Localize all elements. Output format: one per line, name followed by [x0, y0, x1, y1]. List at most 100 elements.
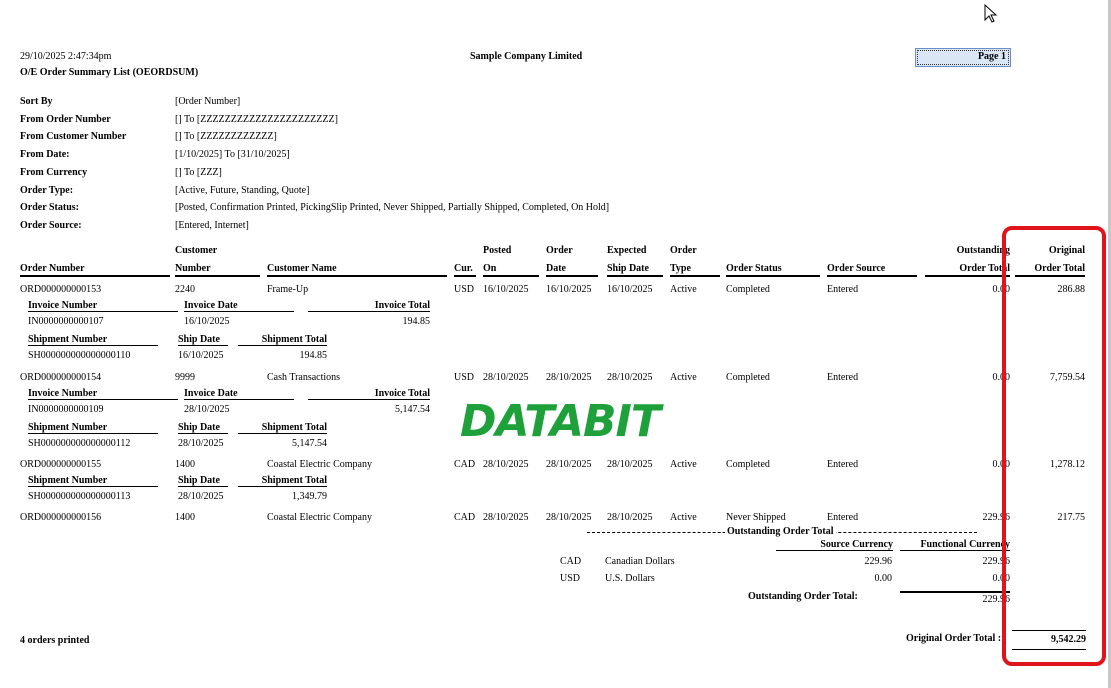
- order-cell-original: 7,759.54: [1050, 372, 1085, 383]
- ship-date: 28/10/2025: [178, 491, 224, 502]
- order-cell-type: Active: [670, 512, 697, 523]
- column-header-top: Outstanding: [956, 245, 1010, 256]
- invoice-total-header: Invoice Total: [308, 300, 430, 312]
- order-cell-status: Completed: [726, 459, 770, 470]
- order-cell-cur: USD: [454, 284, 475, 295]
- outstanding-total-value: 229.96: [900, 591, 1010, 605]
- order-cell-outstanding: 0.00: [992, 284, 1011, 295]
- invoice-number-header: Invoice Number: [28, 300, 178, 312]
- order-cell-source: Entered: [827, 372, 859, 383]
- order-cell-expected-ship: 28/10/2025: [607, 512, 653, 523]
- currency-name: Canadian Dollars: [605, 556, 675, 567]
- order-cell-posted-on: 28/10/2025: [483, 512, 529, 523]
- order-cell-order-number: ORD000000000153: [20, 284, 102, 295]
- criteria-label: From Currency: [20, 166, 88, 178]
- order-cell-customer-name: Coastal Electric Company: [267, 512, 372, 523]
- order-cell-order-date: 28/10/2025: [546, 459, 592, 470]
- shipment-total: 5,147.54: [292, 438, 327, 449]
- orders-printed: 4 orders printed: [20, 635, 90, 646]
- column-header-top: Posted: [483, 245, 512, 256]
- report-datetime: 29/10/2025 2:47:34pm: [20, 51, 112, 62]
- column-header-top: Order: [670, 245, 697, 256]
- order-cell-outstanding: 0.00: [992, 459, 1011, 470]
- functional-amount: 229.96: [982, 556, 1011, 567]
- order-cell-expected-ship: 28/10/2025: [607, 459, 653, 470]
- ship-date: 16/10/2025: [178, 350, 224, 361]
- order-cell-status: Completed: [726, 284, 770, 295]
- invoice-date: 16/10/2025: [184, 316, 230, 327]
- order-cell-customer-number: 1400: [175, 512, 195, 523]
- order-cell-cur: CAD: [454, 459, 476, 470]
- order-cell-customer-number: 9999: [175, 372, 195, 383]
- order-cell-order-date: 16/10/2025: [546, 284, 592, 295]
- invoice-date: 28/10/2025: [184, 404, 230, 415]
- ship-date: 28/10/2025: [178, 438, 224, 449]
- order-cell-posted-on: 28/10/2025: [483, 459, 529, 470]
- column-header: Customer Name: [267, 263, 447, 277]
- scrollbar-edge[interactable]: [1108, 0, 1111, 688]
- order-cell-customer-name: Frame-Up: [267, 284, 309, 295]
- criteria-label: Sort By: [20, 96, 53, 107]
- invoice-total: 194.85: [402, 316, 431, 327]
- column-header-top: Original: [1048, 245, 1085, 256]
- currency-name: U.S. Dollars: [605, 573, 655, 584]
- criteria-value: [Posted, Confirmation Printed, PickingSl…: [175, 202, 610, 214]
- invoice-number-header: Invoice Number: [28, 388, 178, 400]
- order-cell-posted-on: 16/10/2025: [483, 284, 529, 295]
- invoice-number: IN0000000000107: [28, 316, 104, 327]
- column-header: Type: [670, 263, 720, 277]
- column-header: Ship Date: [607, 263, 663, 277]
- invoice-total-header: Invoice Total: [308, 388, 430, 400]
- order-cell-type: Active: [670, 284, 697, 295]
- order-cell-source: Entered: [827, 459, 859, 470]
- order-cell-source: Entered: [827, 512, 859, 523]
- criteria-value: [] To [ZZZZZZZZZZZZZZZZZZZZZZ]: [175, 113, 338, 125]
- ship-date-header: Ship Date: [178, 334, 228, 346]
- column-header: Order Total: [1015, 263, 1085, 277]
- original-order-total-label: Original Order Total :: [906, 633, 1002, 644]
- criteria-value: [Order Number]: [175, 96, 241, 107]
- order-cell-order-date: 28/10/2025: [546, 512, 592, 523]
- column-header: Order Source: [827, 263, 917, 277]
- shipment-total-header: Shipment Total: [238, 475, 327, 487]
- criteria-label: From Order Number: [20, 113, 111, 125]
- column-header: Date: [546, 263, 598, 277]
- shipment-number-header: Shipment Number: [28, 334, 158, 346]
- order-cell-cur: CAD: [454, 512, 476, 523]
- order-cell-expected-ship: 16/10/2025: [607, 284, 653, 295]
- ship-date-header: Ship Date: [178, 422, 228, 434]
- order-cell-expected-ship: 28/10/2025: [607, 372, 653, 383]
- order-cell-original: 1,278.12: [1050, 459, 1085, 470]
- column-header: Number: [175, 263, 260, 277]
- order-cell-original: 286.88: [1057, 284, 1086, 295]
- order-cell-type: Active: [670, 459, 697, 470]
- functional-currency-header: Functional Currency: [900, 539, 1010, 551]
- shipment-number: SH000000000000000113: [28, 491, 131, 502]
- column-header-top: Expected: [607, 245, 647, 256]
- highlight-box: [1002, 226, 1106, 666]
- shipment-total: 1,349.79: [292, 491, 327, 502]
- criteria-value: [Active, Future, Standing, Quote]: [175, 184, 310, 196]
- criteria-label: Order Status:: [20, 202, 79, 214]
- order-cell-posted-on: 28/10/2025: [483, 372, 529, 383]
- criteria-label: Order Source:: [20, 219, 82, 231]
- criteria-value: [1/10/2025] To [31/10/2025]: [175, 149, 290, 161]
- shipment-number-header: Shipment Number: [28, 475, 158, 487]
- order-cell-source: Entered: [827, 284, 859, 295]
- invoice-date-header: Invoice Date: [184, 300, 294, 312]
- source-currency-header: Source Currency: [776, 539, 893, 551]
- criteria-label: From Date:: [20, 149, 70, 161]
- order-cell-customer-name: Coastal Electric Company: [267, 459, 372, 470]
- shipment-number: SH000000000000000110: [28, 350, 131, 361]
- order-cell-original: 217.75: [1057, 512, 1086, 523]
- page-number-button[interactable]: Page 1: [915, 48, 1011, 67]
- column-header: Order Number: [20, 263, 170, 277]
- column-header: Order Status: [726, 263, 820, 277]
- mouse-cursor-icon: [984, 4, 998, 23]
- shipment-total: 194.85: [299, 350, 328, 361]
- column-header: Cur.: [454, 263, 476, 277]
- criteria-value: [] To [ZZZZZZZZZZZZ]: [175, 131, 277, 143]
- order-cell-status: Completed: [726, 372, 770, 383]
- criteria-value: [] To [ZZZ]: [175, 166, 222, 178]
- order-cell-outstanding: 229.96: [982, 512, 1011, 523]
